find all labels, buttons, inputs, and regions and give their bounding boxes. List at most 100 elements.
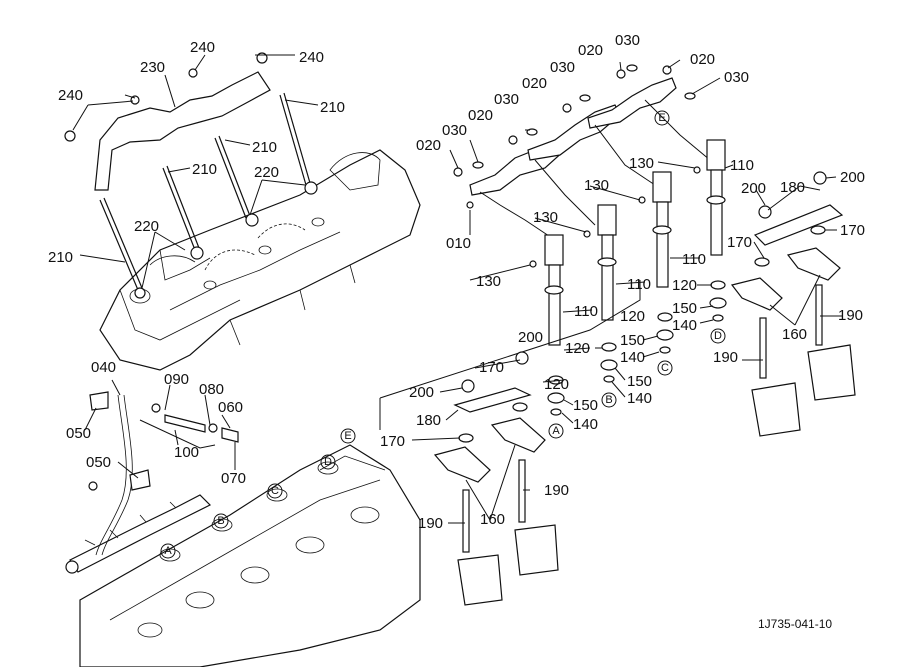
- injector-holder-upper-b: [807, 344, 856, 401]
- glow-plug-lead: [64, 52, 271, 191]
- callout-120-d: 120: [544, 376, 569, 393]
- svg-text:E: E: [658, 112, 665, 124]
- injectors: [529, 139, 727, 416]
- callout-220-b: 220: [134, 218, 159, 235]
- glow-plugs: [99, 92, 318, 299]
- callout-020-d: 020: [468, 107, 493, 124]
- callout-210-d: 210: [48, 249, 73, 266]
- callout-160-a: 160: [782, 326, 807, 343]
- washer-030-e: [684, 92, 696, 100]
- callout-240-right: 240: [299, 49, 324, 66]
- callout-170-b: 170: [727, 234, 752, 251]
- callout-120-b: 120: [620, 308, 645, 325]
- callout-220-a: 220: [254, 164, 279, 181]
- svg-text:C: C: [661, 362, 669, 374]
- clamp-160-lower-a: [433, 446, 491, 483]
- gasket-220-a: [190, 246, 204, 260]
- callout-110-a: 110: [730, 157, 754, 174]
- injection-pipes: [453, 64, 711, 241]
- callout-200-c: 200: [518, 329, 543, 346]
- nut-020-c: [562, 103, 572, 113]
- callout-160-b: 160: [480, 511, 505, 528]
- svg-text:C: C: [271, 485, 279, 497]
- nut-020-b: [508, 135, 518, 145]
- callout-010: 010: [446, 235, 471, 252]
- nut-200-upper-a: [758, 205, 772, 219]
- clamp-050-a: [89, 391, 109, 411]
- svg-text:B: B: [605, 394, 612, 406]
- injector-2: [597, 204, 617, 321]
- injection-pipe-3: [587, 77, 677, 129]
- washer-170-lower-b: [512, 402, 528, 412]
- callout-140-d: 140: [573, 416, 598, 433]
- injector-clamps-lower: [379, 280, 641, 606]
- ref-mark-a-head: A: [160, 543, 176, 559]
- callout-180-a: 180: [780, 179, 805, 196]
- bolt-020-e: [662, 65, 672, 75]
- svg-text:B: B: [217, 515, 224, 527]
- callout-140-b: 140: [620, 349, 645, 366]
- ref-mark-d-clamp: D: [710, 328, 726, 344]
- nut-200-upper-b: [813, 171, 827, 185]
- callout-030-d: 030: [494, 91, 519, 108]
- callout-190-a: 190: [838, 307, 863, 324]
- callout-190-d: 190: [418, 515, 443, 532]
- injector-holder-upper-a: [751, 382, 801, 437]
- o-ring-130-d: [693, 166, 701, 174]
- callout-labels: 240 240 230 240 210 210 210 220 220 210 …: [48, 32, 865, 532]
- callout-200-a: 200: [741, 180, 766, 197]
- nut-200-lower-a: [461, 379, 475, 393]
- glow-plug-1: [99, 199, 139, 291]
- injector-clamps-upper: [730, 171, 856, 437]
- callout-110-d: 110: [574, 303, 598, 320]
- nut-020-d: [616, 69, 626, 79]
- glow-plug-3: [214, 137, 247, 219]
- ref-mark-c-head: C: [267, 483, 283, 499]
- callout-110-c: 110: [627, 276, 651, 293]
- stud-190-upper-b: [815, 284, 823, 346]
- reference-marks: E D C B A E D C: [160, 110, 726, 559]
- svg-text:A: A: [164, 545, 172, 557]
- callout-020-e: 020: [416, 137, 441, 154]
- leader-lines: [72, 54, 842, 524]
- clamp-050-b: [129, 469, 151, 491]
- svg-text:D: D: [324, 456, 332, 468]
- svg-text:E: E: [344, 430, 351, 442]
- ref-mark-e-head: E: [340, 428, 356, 444]
- nut-240-b: [130, 95, 140, 105]
- washer-030-d: [626, 64, 638, 72]
- callout-180-b: 180: [416, 412, 441, 429]
- callout-190-b: 190: [713, 349, 738, 366]
- clamp-160-upper-b: [786, 247, 841, 281]
- callout-150-c: 150: [627, 373, 652, 390]
- svg-text:D: D: [714, 330, 722, 342]
- callout-050-b: 050: [86, 454, 111, 471]
- callout-130-a: 130: [629, 155, 654, 172]
- gasket-220-b: [245, 213, 259, 227]
- callout-020-c: 020: [522, 75, 547, 92]
- callout-120-c: 120: [565, 340, 590, 357]
- washer-030-c: [579, 94, 591, 102]
- callout-140-a: 140: [672, 317, 697, 334]
- ref-mark-b-head: B: [213, 513, 229, 529]
- callout-030-b: 030: [724, 69, 749, 86]
- callout-190-c: 190: [544, 482, 569, 499]
- callout-030-a: 030: [615, 32, 640, 49]
- ref-mark-d-head: D: [320, 454, 336, 470]
- washer-150-a: [547, 392, 565, 404]
- washer-170-lower-a: [458, 433, 474, 443]
- injector-3: [652, 171, 672, 288]
- callout-240-top: 240: [190, 39, 215, 56]
- callout-170-d: 170: [380, 433, 405, 450]
- stud-190-lower-b: [518, 459, 526, 523]
- callout-110-b: 110: [682, 251, 706, 268]
- svg-text:A: A: [552, 425, 560, 437]
- callout-130-c: 130: [533, 209, 558, 226]
- o-ring-130-b: [583, 230, 591, 238]
- clamp-plate-180-lower: [453, 387, 532, 413]
- callout-150-b: 150: [620, 332, 645, 349]
- clamp-160-lower-b: [490, 417, 546, 453]
- stud-190-upper-a: [759, 317, 767, 379]
- callout-040: 040: [91, 359, 116, 376]
